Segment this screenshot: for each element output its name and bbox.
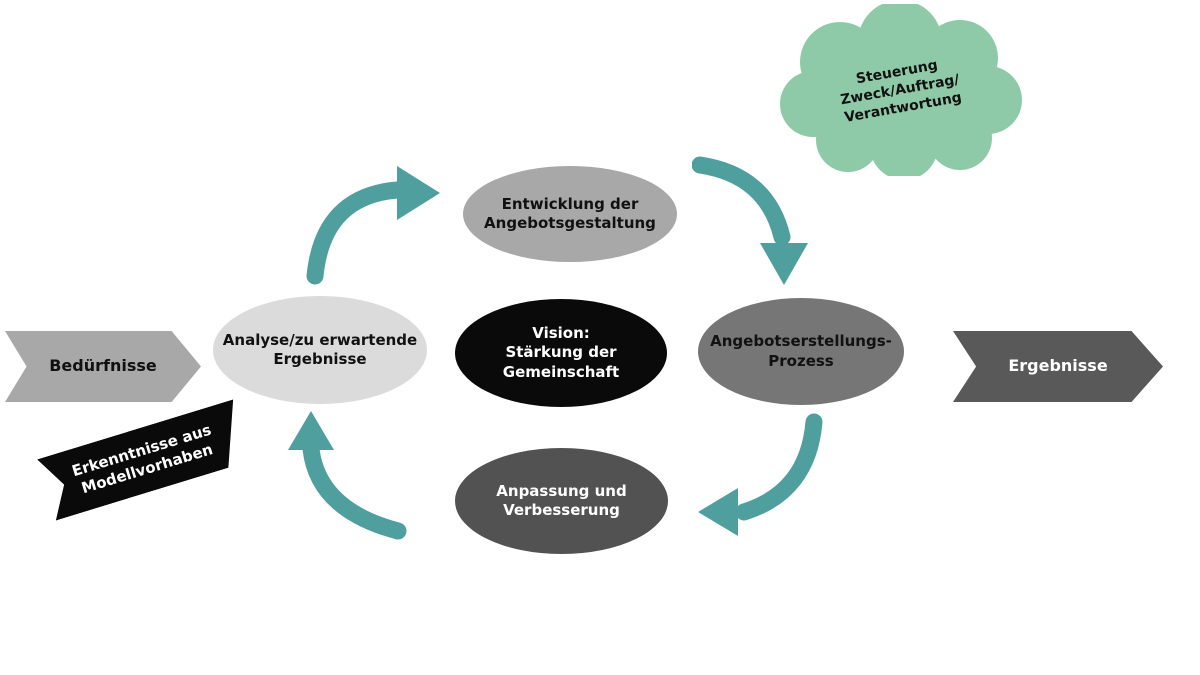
- input-label: Bedürfnisse: [49, 356, 157, 376]
- arrow-shaft: [692, 156, 791, 246]
- curved-arrow-left-icon: [698, 413, 823, 536]
- arrow-shaft: [302, 440, 407, 540]
- node-analyse-label: Analyse/zu erwartende Ergebnisse: [222, 330, 418, 369]
- arrow-shaft: [735, 413, 823, 521]
- output-label: Ergebnisse: [1008, 356, 1108, 376]
- cloud-icon: [780, 4, 1022, 176]
- arrow-head: [698, 488, 738, 536]
- arrow-shaft: [306, 181, 406, 285]
- node-vision: Vision: Stärkung der Gemeinschaft: [455, 299, 667, 407]
- output-chevron-ergebnisse: Ergebnisse: [953, 331, 1163, 402]
- cloud-steuerung: Steuerung Zweck/Auftrag/ Verantwortung: [776, 4, 1024, 176]
- node-anpassung: Anpassung und Verbesserung: [455, 448, 668, 554]
- arrow-head: [288, 411, 334, 450]
- node-entwicklung-label: Entwicklung der Angebotsgestaltung: [484, 194, 656, 233]
- curved-arrow-up-right-icon: [306, 166, 440, 285]
- curved-arrow-down-icon: [692, 156, 808, 285]
- node-entwicklung: Entwicklung der Angebotsgestaltung: [463, 166, 677, 262]
- node-analyse: Analyse/zu erwartende Ergebnisse: [213, 296, 427, 404]
- ribbon-label: Erkenntnisse aus Modellvorhaben: [69, 420, 215, 498]
- input-chevron-beduerfnisse: Bedürfnisse: [5, 331, 201, 402]
- node-anpassung-label: Anpassung und Verbesserung: [496, 481, 627, 520]
- node-angebotserstellung: Angebotserstellungs- Prozess: [698, 298, 904, 405]
- node-vision-label: Vision: Stärkung der Gemeinschaft: [502, 323, 620, 381]
- arrow-head: [397, 166, 440, 220]
- node-angebotserstellung-label: Angebotserstellungs- Prozess: [710, 332, 892, 370]
- curved-arrow-up-icon: [288, 411, 407, 540]
- arrow-head: [760, 243, 808, 285]
- ribbon-erkenntnisse: Erkenntnisse aus Modellvorhaben: [37, 399, 252, 520]
